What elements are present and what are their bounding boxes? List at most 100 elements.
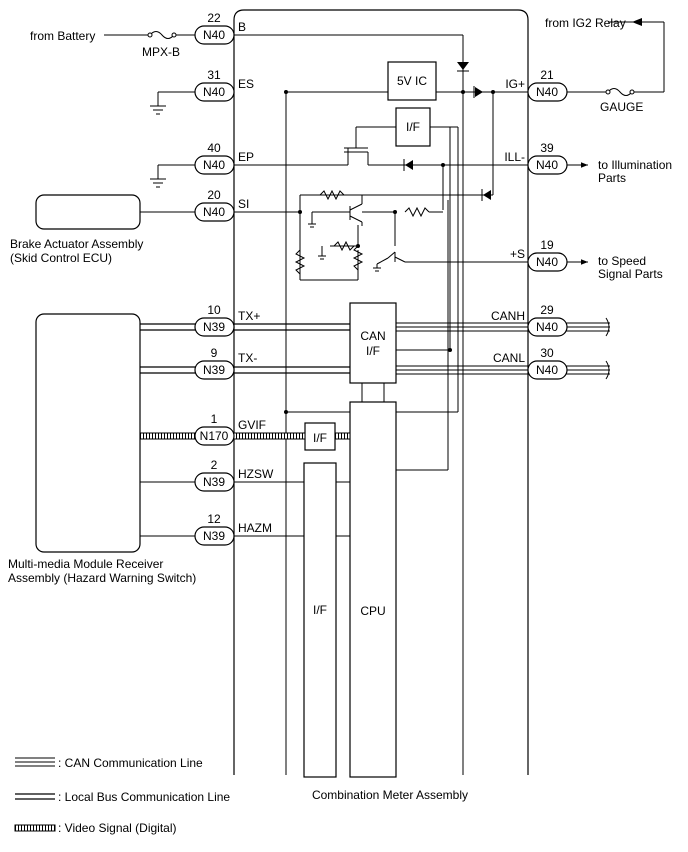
terminal-number: 29	[540, 303, 554, 317]
if-illumination	[395, 107, 431, 147]
terminal: N39 2 HZSW	[194, 458, 274, 492]
terminal-connector: N40	[536, 158, 558, 172]
ic-5v-label: 5V IC	[397, 74, 427, 88]
terminal-number: 10	[207, 303, 221, 317]
legend-local-label: : Local Bus Communication Line	[58, 790, 230, 804]
diode-b-icon	[457, 62, 469, 70]
terminal-number: 12	[207, 512, 221, 526]
terminal-signal: ILL-	[504, 150, 525, 164]
illum-label-2: Parts	[598, 171, 626, 185]
if-tall-block	[303, 462, 337, 778]
legend-local-swatch	[15, 793, 55, 800]
terminal-signal: TX-	[238, 351, 257, 365]
speed-label-2: Signal Parts	[598, 267, 663, 281]
cpu-label: CPU	[360, 604, 385, 618]
terminal-signal: HZSW	[238, 467, 274, 481]
terminal: N39 9 TX-	[194, 346, 257, 380]
diode-ill-icon	[405, 160, 413, 170]
legend: : CAN Communication Line : Local Bus Com…	[14, 756, 230, 835]
terminal-number: 19	[540, 238, 554, 252]
legend-video-label: : Video Signal (Digital)	[58, 821, 177, 835]
terminal-signal: EP	[238, 150, 254, 164]
from-battery-label: from Battery	[30, 29, 95, 43]
terminal-signal: CANL	[493, 351, 525, 365]
combination-meter-label: Combination Meter Assembly	[312, 788, 468, 802]
mm-label-2: Assembly (Hazard Warning Switch)	[8, 571, 196, 585]
legend-video-swatch	[14, 824, 56, 832]
multimedia-module-box	[35, 313, 141, 553]
terminal-connector: N40	[536, 320, 558, 334]
local-bus-lines	[140, 323, 350, 374]
ground-icon	[150, 91, 195, 115]
terminal: N40 20 SI	[194, 188, 249, 222]
can-if-line1: CAN	[360, 329, 385, 343]
terminal: N40 22 B	[194, 11, 246, 45]
legend-can-swatch	[15, 757, 55, 767]
brake-label-2: (Skid Control ECU)	[10, 251, 112, 265]
terminal-number: 20	[207, 188, 221, 202]
terminal-number: 21	[540, 68, 554, 82]
terminal: N40 21 IG+	[505, 68, 568, 102]
ground-icon	[150, 164, 195, 188]
terminal: N40 39 ILL-	[504, 141, 568, 175]
terminal: N40 19 +S	[510, 238, 568, 272]
terminal-number: 9	[211, 346, 218, 360]
if-illumination-label: I/F	[406, 120, 420, 134]
terminal: N40 40 EP	[194, 141, 254, 175]
terminal-connector: N170	[200, 429, 229, 443]
if-video-block	[304, 422, 336, 451]
terminal-connector: N39	[203, 475, 225, 489]
diode-ig-icon	[475, 87, 483, 97]
terminal-signal: SI	[238, 197, 249, 211]
terminal-connector: N40	[536, 255, 558, 269]
terminal-number: 22	[207, 11, 221, 25]
terminal-number: 30	[540, 346, 554, 360]
if-tall-label: I/F	[313, 603, 327, 617]
brake-label-1: Brake Actuator Assembly	[10, 237, 143, 251]
can-if-line2: I/F	[366, 344, 380, 358]
if-video-label: I/F	[313, 431, 327, 445]
terminal-signal: +S	[510, 247, 525, 261]
terminal: N170 1 GVIF	[194, 412, 266, 446]
terminal-connector: N39	[203, 320, 225, 334]
terminal-signal: HAZM	[238, 521, 272, 535]
terminal: N39 12 HAZM	[194, 512, 272, 546]
terminal-signal: ES	[238, 77, 254, 91]
legend-can-label: : CAN Communication Line	[58, 756, 203, 770]
can-if-block	[349, 302, 397, 384]
terminal-connector: N40	[203, 28, 225, 42]
terminal-connector: N40	[536, 85, 558, 99]
terminal-number: 31	[207, 68, 221, 82]
terminal-connector: N39	[203, 363, 225, 377]
terminal: N39 10 TX+	[194, 303, 260, 337]
terminal-number: 2	[211, 458, 218, 472]
terminal-connector: N40	[203, 158, 225, 172]
speed-label-1: to Speed	[598, 254, 646, 268]
terminal-connector: N40	[203, 205, 225, 219]
terminal: N40 31 ES	[194, 68, 254, 102]
terminal-connector: N39	[203, 529, 225, 543]
fuse-mpxb-label: MPX-B	[142, 45, 180, 59]
cpu-block	[349, 401, 397, 778]
combination-meter-box	[233, 9, 529, 775]
can-lines	[396, 322, 610, 375]
terminal-signal: IG+	[505, 77, 525, 91]
terminal-signal: B	[238, 20, 246, 34]
terminal: N40 30 CANL	[493, 346, 568, 380]
from-ig2-label: from IG2 Relay	[545, 16, 626, 30]
terminal-number: 40	[207, 141, 221, 155]
ic-5v	[387, 61, 437, 101]
terminal-number: 39	[540, 141, 554, 155]
illum-label-1: to Illumination	[598, 158, 672, 172]
fuse-gauge-label: GAUGE	[600, 100, 643, 114]
terminal: N40 29 CANH	[491, 303, 568, 337]
terminal-connector: N40	[536, 363, 558, 377]
terminal-signal: TX+	[238, 309, 260, 323]
terminal-number: 1	[211, 412, 218, 426]
mm-label-1: Multi-media Module Receiver	[8, 557, 163, 571]
terminal-signal: CANH	[491, 309, 525, 323]
terminal-connector: N40	[203, 85, 225, 99]
brake-actuator-box	[35, 194, 141, 230]
terminal-signal: GVIF	[238, 418, 266, 432]
